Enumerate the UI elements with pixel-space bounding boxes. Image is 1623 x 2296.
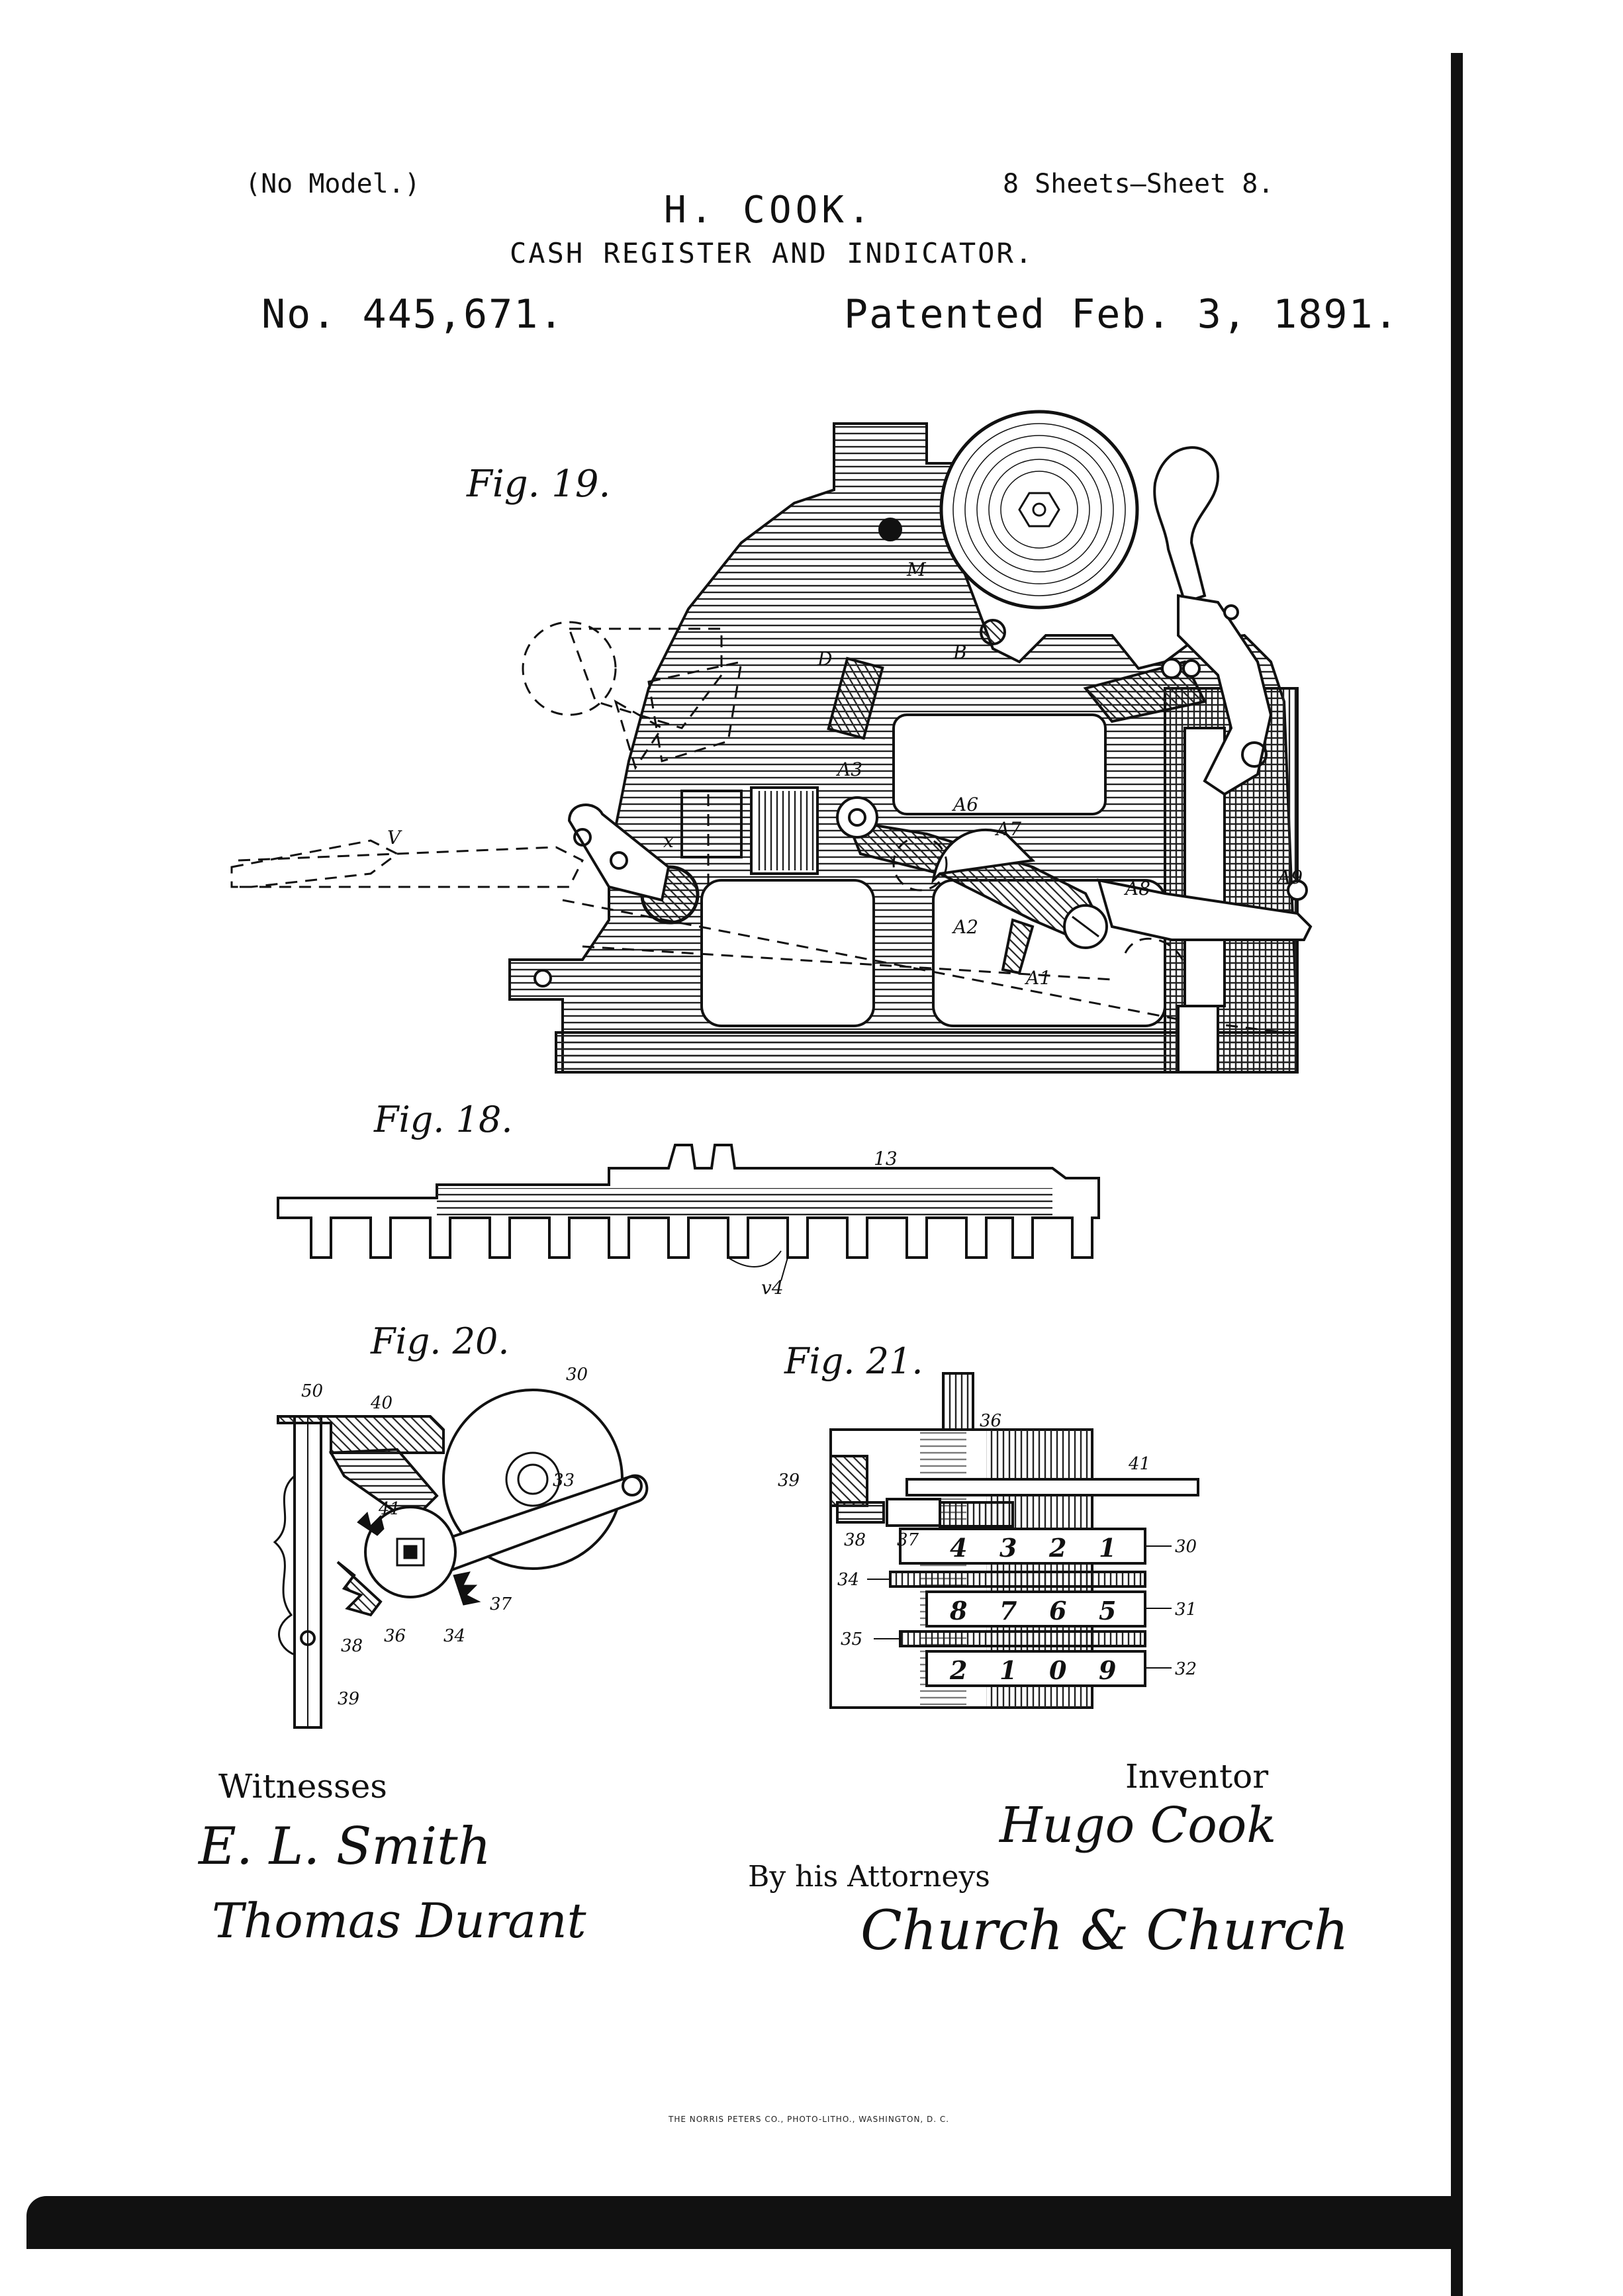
fig19-ref-a1: A1 <box>1024 967 1051 989</box>
fig21-digit: 4 <box>950 1533 967 1563</box>
fig21-ref-41: 41 <box>1128 1454 1150 1474</box>
fig20-ref-41: 41 <box>378 1499 400 1519</box>
fig20-drawing <box>273 1389 649 1729</box>
fig21-ref-38: 38 <box>844 1530 866 1550</box>
fig21-digit: 2 <box>1048 1533 1066 1563</box>
patent-date: Patented Feb. 3, 1891. <box>844 291 1399 338</box>
fig19-ref-a6: A6 <box>951 794 978 815</box>
fig20-ref-labels: 50 40 30 33 41 36 34 37 38 39 <box>301 1365 588 1709</box>
fig21-ref-34: 34 <box>837 1570 859 1590</box>
fig20-ref-36: 36 <box>384 1626 406 1646</box>
fig21-digit: 1 <box>1099 1533 1116 1563</box>
fig21-wheel-digits: 4 3 2 1 8 7 6 5 2 1 0 9 <box>949 1533 1116 1685</box>
fig19-label: Fig. 19. <box>466 463 610 506</box>
inventor-name: H. COOK. <box>664 189 874 232</box>
fig19-bell-nut <box>1018 492 1060 528</box>
inventor-label: Inventor <box>1125 1757 1269 1796</box>
fig19-ref-a7: A7 <box>994 818 1021 840</box>
fig21-wheel-32 <box>925 1650 1146 1687</box>
fig19-window-left <box>700 879 875 1027</box>
fig20-ref-39: 39 <box>338 1689 359 1709</box>
fig21-leader-lines <box>867 1545 1172 1669</box>
fig18-ref-v4: v4 <box>761 1277 784 1299</box>
fig21-block-39 <box>829 1455 868 1507</box>
fig19-ref-a3: A3 <box>835 758 862 780</box>
fig21-ref-labels: 36 39 41 38 37 30 34 31 35 32 <box>778 1411 1197 1679</box>
fig19-ref-m: M <box>906 559 927 580</box>
fig21-digit: 3 <box>999 1533 1017 1563</box>
fig21-ref-36: 36 <box>980 1411 1001 1431</box>
fig21-ref-39: 39 <box>778 1471 800 1491</box>
fig19-ref-a9: A9 <box>1275 866 1303 888</box>
fig21-arm-41 <box>905 1478 1199 1496</box>
fig21-digit: 0 <box>1049 1655 1067 1685</box>
fig18-ref-13: 13 <box>874 1148 898 1170</box>
fig18-ref-labels: 13 v4 <box>761 1148 898 1299</box>
attorneys-signature: Church & Church <box>860 1900 1349 1962</box>
witness1-signature: E. L. Smith <box>199 1817 491 1876</box>
fig20-ref-34: 34 <box>443 1626 465 1646</box>
fig21-digit: 9 <box>1099 1655 1116 1685</box>
fig19-ref-b: B <box>952 641 967 663</box>
scan-border-bottom <box>26 2196 1463 2249</box>
fig21-ref-35: 35 <box>841 1630 862 1649</box>
fig19-ref-x: x <box>663 830 674 852</box>
printer-credit: THE NORRIS PETERS CO., PHOTO-LITHO., WAS… <box>669 2115 950 2124</box>
fig18-drawing <box>277 1144 1100 1281</box>
fig21-digit: 1 <box>999 1655 1017 1685</box>
fig19-drawing <box>230 410 1313 1074</box>
fig20-ref-40: 40 <box>370 1393 393 1413</box>
fig19-window-top <box>892 713 1107 815</box>
fig19-part-a6 <box>931 828 1036 884</box>
model-note: (No Model.) <box>245 169 420 199</box>
fig20-ref-37: 37 <box>490 1594 512 1614</box>
fig21-digit: 5 <box>1099 1596 1116 1626</box>
patent-number: No. 445,671. <box>261 291 565 338</box>
fig21-gear-35 <box>899 1630 1146 1647</box>
patent-title: CASH REGISTER AND INDICATOR. <box>510 237 1035 269</box>
fig20-ref-38: 38 <box>341 1636 363 1656</box>
fig19-hammer <box>1153 446 1220 604</box>
fig19-block-x <box>680 790 743 858</box>
fig21-ref-30: 30 <box>1175 1537 1197 1557</box>
fig21-digit: 2 <box>949 1655 967 1685</box>
witness2-signature: Thomas Durant <box>212 1893 586 1949</box>
fig21-drawing <box>829 1372 1199 1709</box>
fig19-dashed-lever-v <box>238 846 584 888</box>
fig19-bracket-d <box>827 657 884 740</box>
attorneys-label: By his Attorneys <box>748 1860 990 1894</box>
fig21-ref-37: 37 <box>897 1530 919 1550</box>
fig20-ref-33: 33 <box>553 1471 575 1491</box>
fig19-ref-d: D <box>817 648 832 670</box>
fig19-ref-v: V <box>387 827 402 849</box>
fig20-ref-50: 50 <box>301 1381 323 1401</box>
fig21-wheel-30 <box>899 1528 1146 1565</box>
fig19-lever-a8 <box>1097 878 1313 941</box>
fig19-ref-a2: A2 <box>951 916 978 938</box>
fig19-ref-labels: M B D A3 A6 A7 A8 A9 A2 A1 V x <box>387 559 1303 989</box>
fig21-label: Fig. 21. <box>784 1340 923 1382</box>
fig19-dashed-wheel <box>522 621 617 716</box>
sheet-note: 8 Sheets—Sheet 8. <box>1003 169 1274 199</box>
fig21-digit: 8 <box>949 1596 967 1626</box>
fig19-ref-a8: A8 <box>1123 878 1150 899</box>
inventor-signature: Hugo Cook <box>999 1797 1277 1854</box>
fig21-digit: 6 <box>1049 1596 1066 1626</box>
fig20-label: Fig. 20. <box>370 1320 510 1362</box>
scan-border-right <box>1451 53 1463 2296</box>
fig18-label: Fig. 18. <box>373 1099 513 1140</box>
fig21-ref-32: 32 <box>1175 1659 1197 1679</box>
fig21-digit: 7 <box>999 1596 1017 1626</box>
fig20-ref-30: 30 <box>566 1365 588 1385</box>
fig21-gear-34 <box>889 1571 1146 1588</box>
witnesses-label: Witnesses <box>218 1767 387 1806</box>
fig21-ref-31: 31 <box>1175 1600 1197 1620</box>
